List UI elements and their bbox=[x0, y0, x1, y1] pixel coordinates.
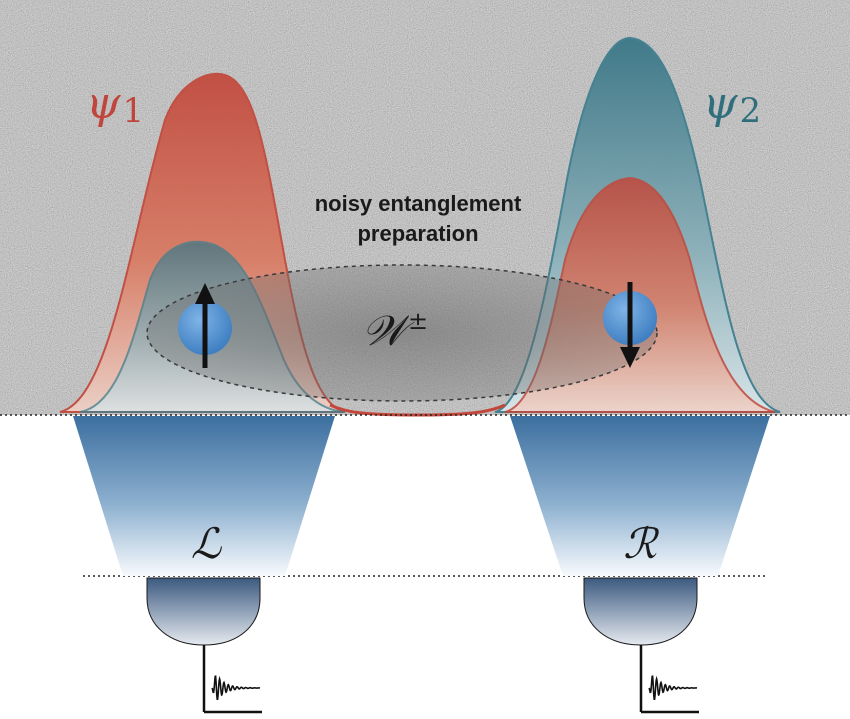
right-detector bbox=[583, 577, 698, 646]
caption-line2: preparation bbox=[357, 221, 478, 246]
left-particle bbox=[178, 283, 232, 368]
right-label: ℛ bbox=[623, 519, 659, 568]
psi1-label: ψ1 bbox=[86, 78, 144, 131]
caption-line1: noisy entanglement bbox=[315, 191, 522, 216]
psi2-label: ψ2 bbox=[703, 78, 761, 131]
arrow-down-icon bbox=[620, 282, 640, 368]
left-ringdown-signal-icon bbox=[202, 645, 262, 714]
left-label: ℒ bbox=[191, 519, 222, 568]
arrow-up-icon bbox=[195, 283, 215, 368]
entanglement-ellipse bbox=[146, 264, 658, 402]
left-beam bbox=[73, 416, 335, 576]
right-ringdown-signal-icon bbox=[639, 645, 699, 714]
right-particle bbox=[603, 282, 657, 368]
left-detector bbox=[146, 577, 261, 646]
right-beam bbox=[510, 416, 770, 576]
state-superscript: ± bbox=[408, 307, 428, 335]
psi2-index: 2 bbox=[740, 91, 762, 131]
psi1-index: 1 bbox=[123, 91, 145, 131]
